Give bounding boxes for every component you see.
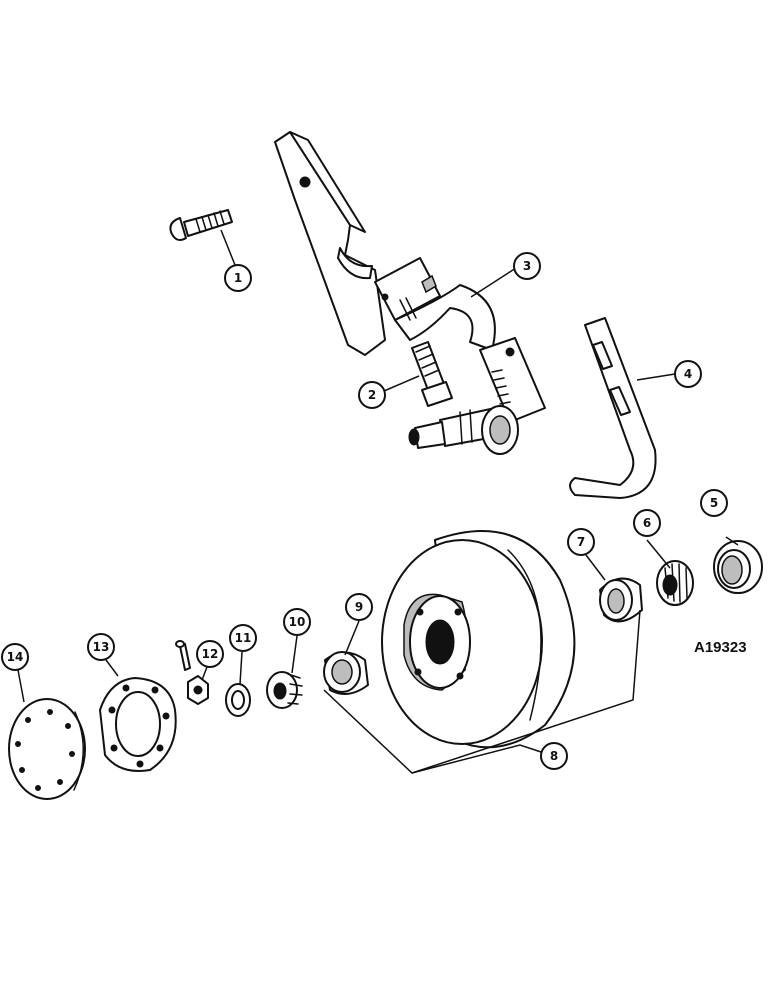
callout-4: 4 — [674, 360, 702, 388]
svg-text:3: 3 — [523, 259, 531, 273]
svg-text:6: 6 — [643, 516, 651, 530]
svg-text:12: 12 — [202, 647, 219, 661]
drawing-reference: A19323 — [694, 639, 747, 656]
callout-12: 12 — [196, 640, 224, 668]
callout-8: 8 — [540, 742, 568, 770]
svg-text:10: 10 — [289, 615, 306, 629]
svg-text:13: 13 — [93, 640, 110, 654]
svg-text:5: 5 — [710, 496, 718, 510]
svg-text:11: 11 — [235, 631, 252, 645]
part-10-cone — [266, 671, 303, 709]
part-2-bolt — [411, 341, 453, 407]
part-8-wheel — [381, 530, 576, 749]
callout-1: 1 — [224, 264, 252, 292]
part-11-washer — [225, 683, 251, 717]
svg-text:2: 2 — [368, 388, 376, 402]
part-13-gasket — [99, 677, 177, 772]
callout-7: 7 — [567, 528, 595, 556]
callout-10: 10 — [283, 608, 311, 636]
part-12-nut — [175, 640, 209, 705]
callout-14: 14 — [1, 643, 29, 671]
callout-13: 13 — [87, 633, 115, 661]
leader-lines — [17, 229, 739, 774]
svg-text:1: 1 — [234, 271, 242, 285]
part-1-bolt — [169, 209, 233, 241]
callout-11: 11 — [229, 624, 257, 652]
part-5-cup — [713, 540, 763, 594]
svg-text:4: 4 — [684, 367, 692, 381]
callout-5: 5 — [700, 489, 728, 517]
part-7-cup — [599, 577, 643, 623]
part-6-cone — [656, 560, 694, 606]
svg-text:8: 8 — [550, 749, 558, 763]
svg-text:9: 9 — [355, 600, 363, 614]
callout-9: 9 — [345, 593, 373, 621]
callout-3: 3 — [513, 252, 541, 280]
part-3-bracket — [274, 131, 546, 455]
part-14-cap — [8, 698, 86, 800]
callout-6: 6 — [633, 509, 661, 537]
part-4-scraper — [569, 317, 657, 499]
part-9-cup — [323, 651, 369, 695]
svg-text:14: 14 — [7, 650, 24, 664]
callout-2: 2 — [358, 381, 386, 409]
svg-text:7: 7 — [577, 535, 585, 549]
